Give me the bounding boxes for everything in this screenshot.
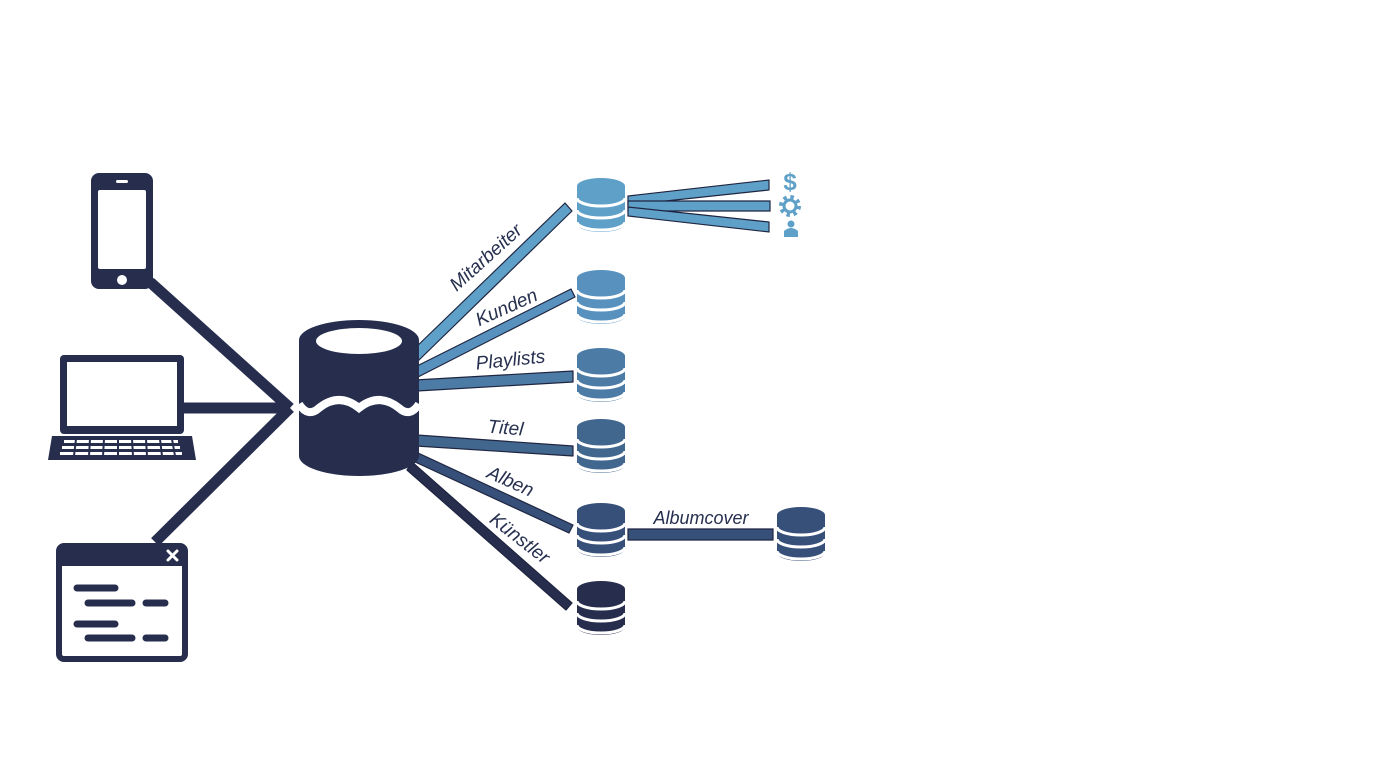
central-database-icon — [295, 320, 423, 476]
person-icon — [784, 220, 798, 237]
table-databases — [575, 178, 827, 635]
client-connections — [146, 277, 294, 546]
connector-playlists — [414, 370, 574, 392]
table-db-playlists-icon — [575, 348, 627, 402]
table-db-alben-icon — [575, 503, 627, 557]
connector-kuenstler — [406, 461, 573, 611]
table-db-mitarbeiter-icon — [575, 178, 627, 232]
connector-albumcover — [627, 528, 774, 541]
table-db-kunden-icon — [575, 270, 627, 324]
connector-app-window — [151, 404, 294, 546]
table-label-titel: Titel — [487, 417, 525, 441]
albumcover-label: Albumcover — [652, 508, 749, 528]
smartphone-icon — [91, 173, 153, 289]
table-db-kuenstler-icon — [575, 581, 627, 635]
table-db-titel-icon — [575, 419, 627, 473]
table-db-albumcover-icon — [775, 507, 827, 561]
employee-attribute-connectors — [627, 179, 771, 233]
close-icon — [166, 549, 179, 562]
table-label-playlists: Playlists — [475, 346, 547, 374]
laptop-icon — [48, 355, 196, 460]
gear-icon — [779, 195, 801, 217]
app-window-icon — [56, 543, 188, 662]
dollar-icon: $ — [783, 169, 797, 196]
connector-titel — [415, 434, 574, 457]
connector-smartphone — [146, 277, 294, 413]
